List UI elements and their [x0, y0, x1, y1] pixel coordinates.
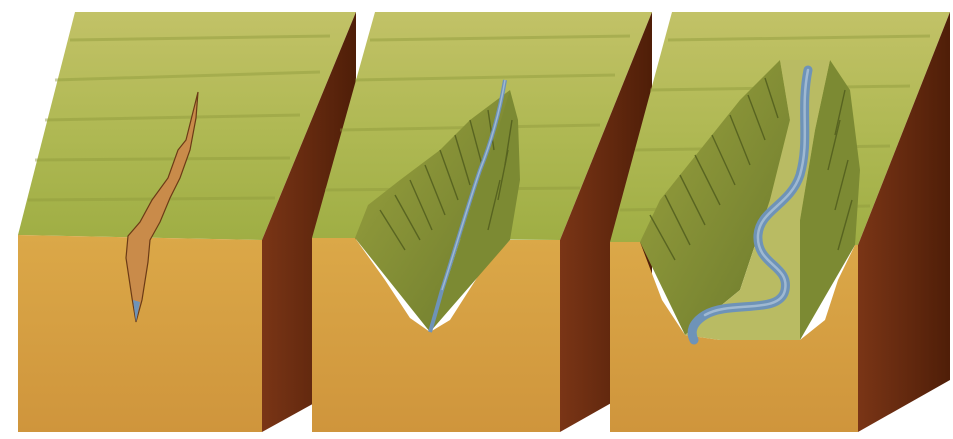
block-wide-valley-stage	[610, 12, 950, 432]
block-gully-stage	[18, 12, 356, 432]
block-v-valley-stage	[312, 12, 652, 432]
